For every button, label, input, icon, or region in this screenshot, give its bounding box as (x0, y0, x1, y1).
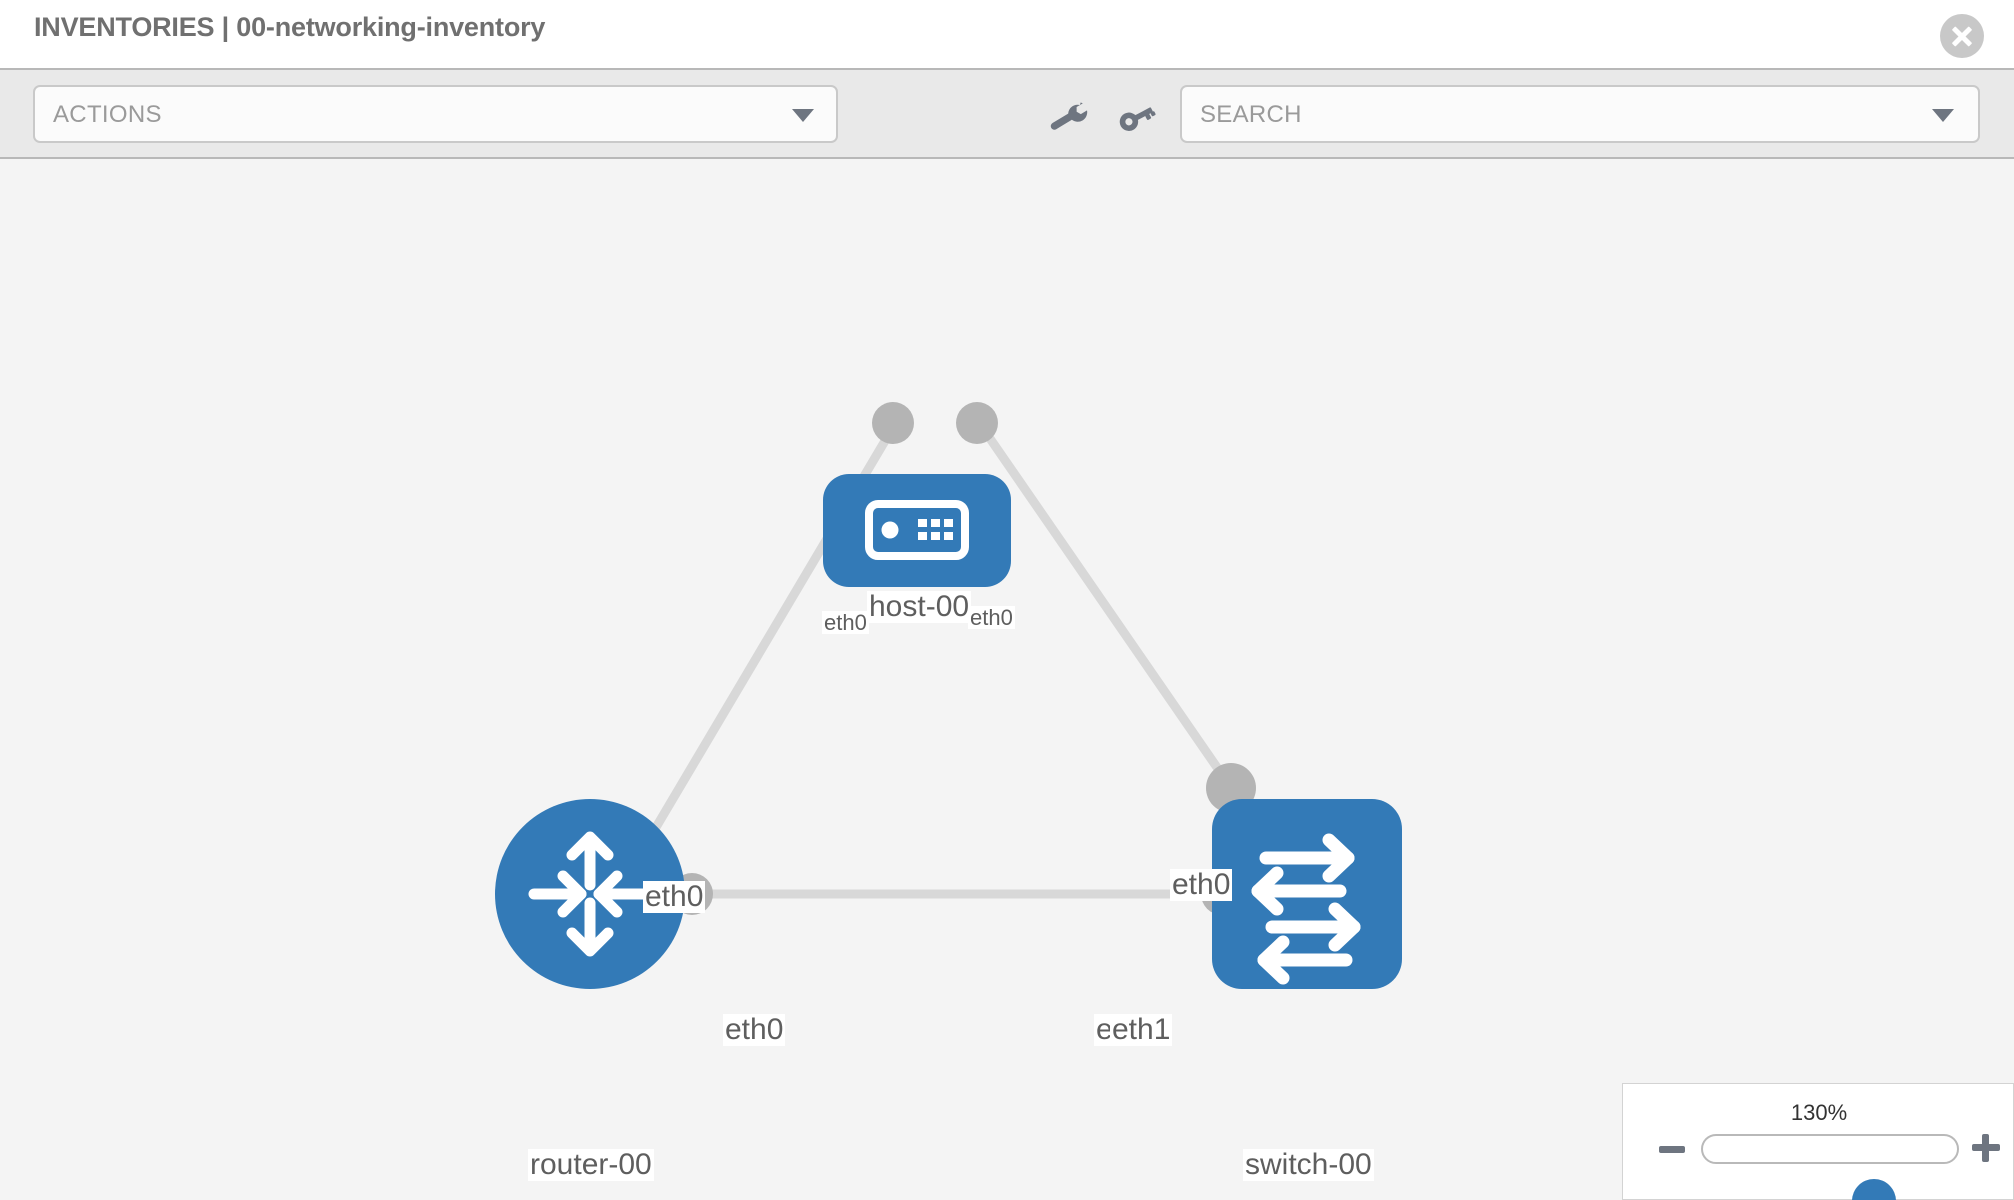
zoom-percent-label: 130% (1790, 1100, 1848, 1125)
chevron-down-icon (792, 109, 814, 122)
key-icon[interactable] (1114, 96, 1158, 140)
node-host-00[interactable] (823, 474, 1011, 587)
link-label-eth0: eth0 (822, 610, 869, 635)
search-input-placeholder: SEARCH (1200, 101, 1302, 128)
link-label-eth0: eth0 (643, 880, 706, 913)
actions-dropdown-label: ACTIONS (53, 101, 162, 128)
zoom-slider-thumb[interactable] (1852, 1179, 1896, 1200)
link-label-eth1: eth1 (1110, 1013, 1173, 1046)
minus-icon[interactable] (1659, 1146, 1685, 1153)
link-label-eth0: eth0 (1170, 868, 1233, 901)
search-input[interactable]: SEARCH (1180, 85, 1980, 143)
plus-icon[interactable] (1972, 1134, 2000, 1162)
router-arrows-icon (528, 831, 652, 957)
zoom-slider-track[interactable] (1701, 1134, 1959, 1200)
actions-dropdown[interactable]: ACTIONS (33, 85, 838, 143)
node-label-host-00: host-00 (867, 590, 972, 623)
server-icon (865, 500, 969, 560)
link-host-switch[interactable] (975, 419, 1230, 784)
node-label-switch-00: switch-00 (1243, 1148, 1374, 1181)
toolbar: ACTIONS SEARCH (0, 68, 2014, 159)
close-icon[interactable] (1940, 14, 1984, 58)
switch-arrows-icon (1251, 833, 1361, 985)
port-host-right[interactable] (956, 402, 998, 444)
wrench-icon[interactable] (1046, 96, 1090, 140)
link-label-eth0: eth0 (723, 1013, 786, 1046)
node-router-00[interactable] (495, 799, 685, 989)
node-switch-00[interactable] (1212, 799, 1402, 989)
topology-canvas[interactable]: eth0 eth0 eth0 eth0 eth0 eth0 eth1 host-… (0, 159, 2014, 1200)
page-title: INVENTORIES | 00-networking-inventory (34, 12, 546, 42)
topology-graph (495, 402, 1402, 989)
key-icon-svg (1119, 107, 1156, 131)
page-header: INVENTORIES | 00-networking-inventory (0, 0, 2014, 68)
node-label-router-00: router-00 (528, 1148, 654, 1181)
zoom-control-panel: 130% (1622, 1083, 2014, 1200)
port-host-left[interactable] (872, 402, 914, 444)
link-label-eth0: eth0 (968, 605, 1015, 630)
wrench-icon-svg (1050, 102, 1088, 130)
chevron-down-icon (1932, 109, 1954, 122)
